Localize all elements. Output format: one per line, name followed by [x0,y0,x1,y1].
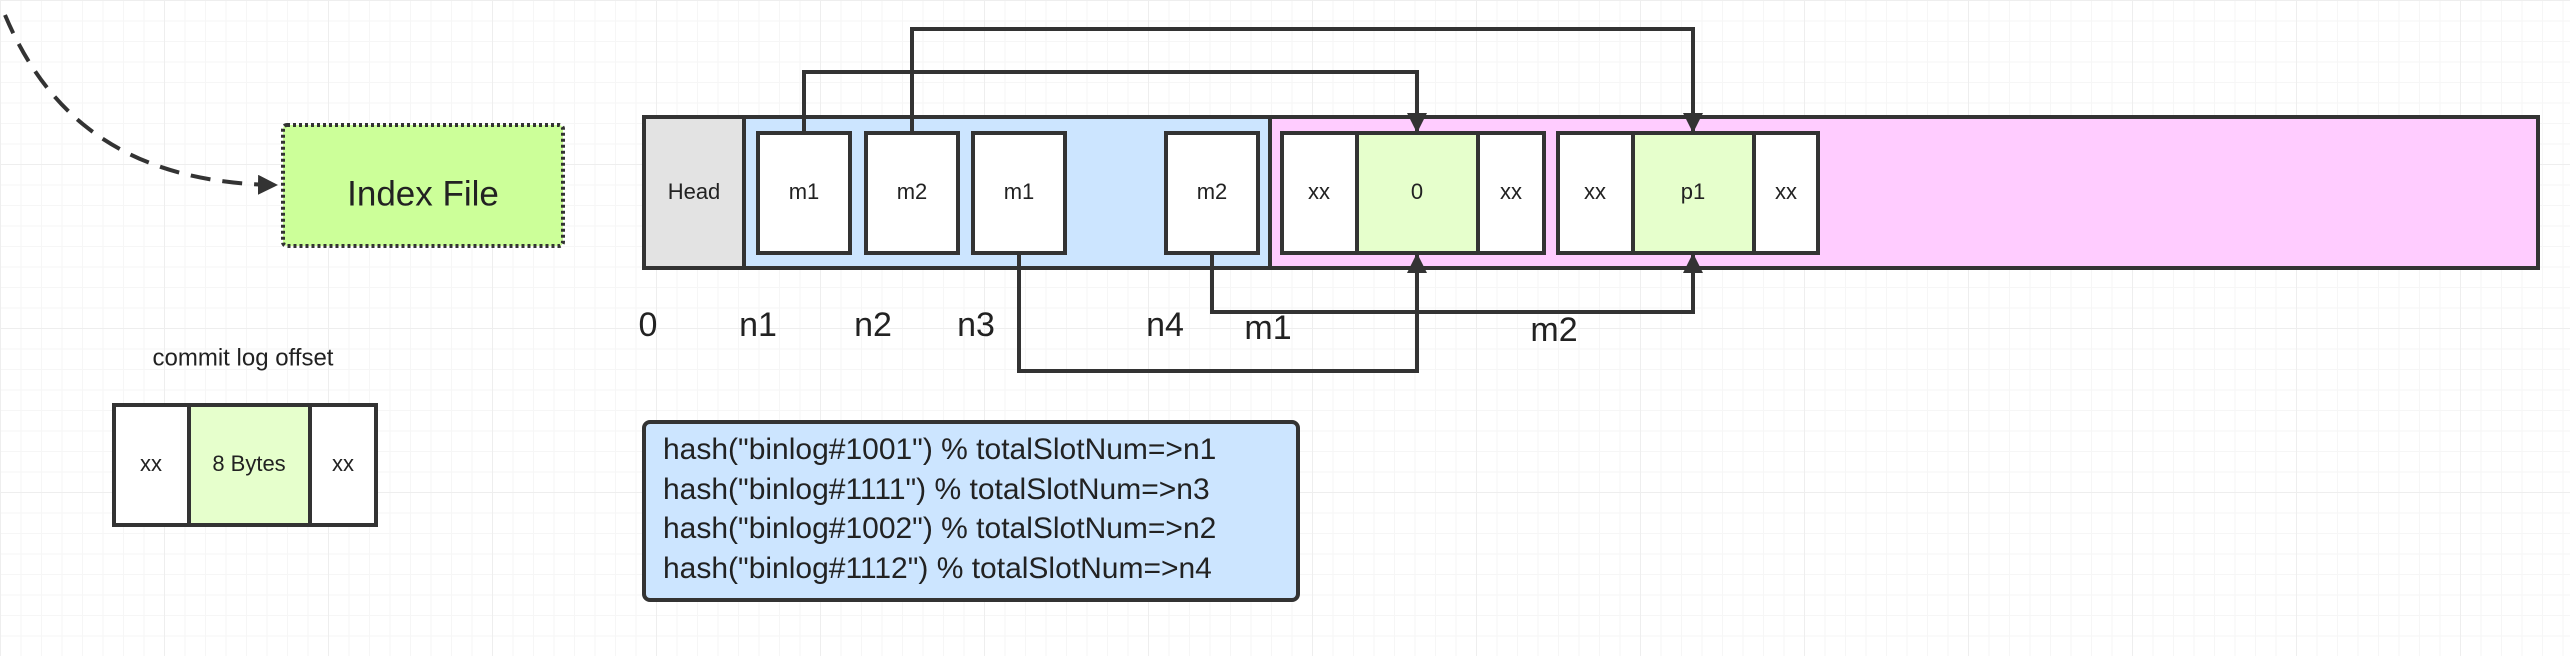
index-file-box [281,123,565,248]
index-file-node[interactable]: Index File [281,123,565,248]
svg-text:p1: p1 [1681,179,1705,204]
index-file-label: Index File [347,174,499,213]
svg-text:xx: xx [1584,179,1606,204]
svg-text:m2: m2 [897,179,928,204]
commit-log-title: commit log offset [153,344,334,371]
position-label-zero: 0 [639,306,658,344]
connector-slot-m2-to-entry-p1 [910,27,1703,133]
svg-text:xx: xx [1775,179,1797,204]
svg-text:m1: m1 [789,179,820,204]
slot-cell: m2 [1164,131,1260,255]
hash-line: hash("binlog#1002") % totalSlotNum=>n2 [663,512,1216,545]
commit-log-offset: xx 8 Bytes xx [112,403,378,527]
connector-slot-m2b-to-entry-p1 [1210,253,1703,314]
slot-cell: m2 [864,131,960,255]
svg-text:8 Bytes: 8 Bytes [212,451,285,476]
svg-text:xx: xx [1500,179,1522,204]
position-label-m1: m1 [1244,309,1291,347]
svg-text:xx: xx [140,451,162,476]
position-label-n2: n2 [854,306,892,344]
hash-line: hash("binlog#1111") % totalSlotNum=>n3 [663,473,1210,506]
incoming-dashed-arrow [3,14,278,195]
slot-cell: m1 [756,131,852,255]
index-file-layout: Head m1 m2 m1 m2 xx 0 xx [642,115,2540,270]
hash-line: hash("binlog#1112") % totalSlotNum=>n4 [663,552,1212,585]
index-entry: xx 0 xx [1280,131,1546,255]
head-label: Head [668,179,721,204]
position-label-n1: n1 [739,306,777,344]
slot-cell: m1 [971,131,1067,255]
svg-text:m2: m2 [1197,179,1228,204]
svg-text:m1: m1 [1004,179,1035,204]
index-entry: xx p1 xx [1556,131,1820,255]
svg-text:xx: xx [1308,179,1330,204]
position-label-m2: m2 [1530,311,1577,349]
svg-text:0: 0 [1411,179,1423,204]
connector-slot-m1-to-entry-0 [802,70,1427,133]
hash-formula-box: hash("binlog#1001") % totalSlotNum=>n1 h… [642,420,1300,602]
position-label-n3: n3 [957,306,995,344]
head-section [642,115,746,270]
position-label-n4: n4 [1146,306,1184,344]
hash-line: hash("binlog#1001") % totalSlotNum=>n1 [663,433,1216,466]
svg-text:xx: xx [332,451,354,476]
